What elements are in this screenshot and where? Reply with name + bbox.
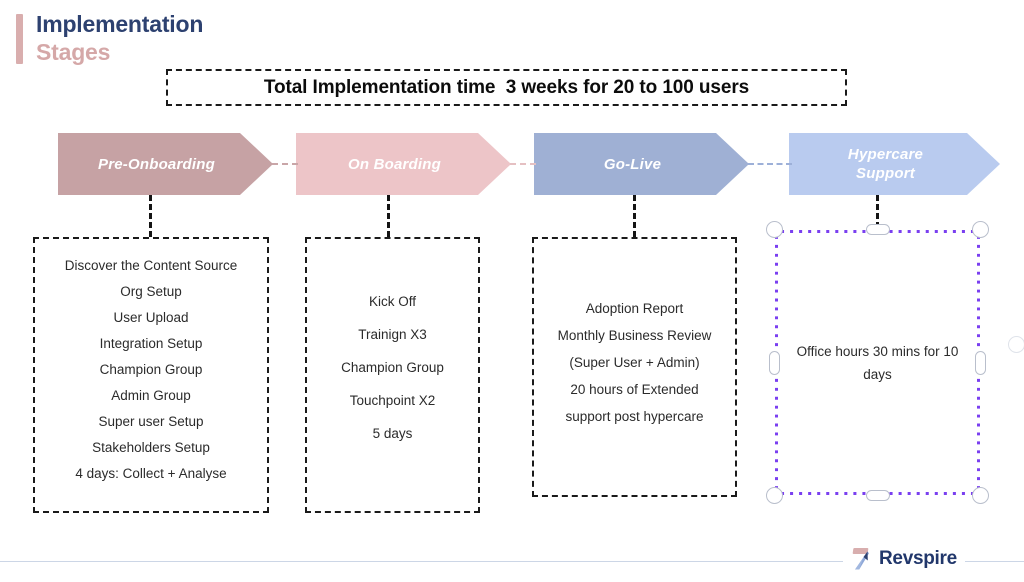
detail-line: support post hypercare [565,409,704,424]
total-time-banner-text: Total Implementation time 3 weeks for 20… [263,76,750,98]
stage-chevron-go-live[interactable]: Go-Live [534,133,749,195]
stage-label: Pre-Onboarding [98,155,215,173]
resize-handle-bottom-left[interactable] [766,487,783,504]
detail-line: Monthly Business Review [557,328,712,343]
detail-line: Trainign X3 [358,327,427,342]
drop-line-pre-onboarding [149,195,152,237]
detail-line: Stakeholders Setup [92,440,210,455]
page-title-secondary: Stages [36,39,111,65]
detail-line: Discover the Content Source [64,258,238,273]
detail-line: 20 hours of Extended [570,382,699,397]
revspire-arrow-icon [851,546,873,572]
detail-line: (Super User + Admin) [569,355,700,370]
chevron-connector-1 [272,163,298,165]
drop-line-go-live [633,195,636,237]
drop-line-hypercare [876,195,879,237]
detail-box-hypercare-selected[interactable]: Office hours 30 mins for 10 days [766,221,989,504]
offscreen-handle-ghost [1008,336,1024,353]
detail-line: Office hours 30 mins for 10 days [796,343,959,382]
page-title-primary: Implementation [36,11,204,37]
detail-line: Touchpoint X2 [349,393,436,408]
detail-line: Champion Group [341,360,444,375]
stage-label: Hypercare Support [847,146,924,182]
detail-line: Champion Group [99,362,203,377]
detail-box-on-boarding[interactable]: Kick Off Trainign X3 Champion Group Touc… [305,237,480,513]
resize-handle-top-right[interactable] [972,221,989,238]
footer-divider [0,561,1024,562]
detail-box-go-live[interactable]: Adoption Report Monthly Business Review … [532,237,737,497]
resize-handle-bottom-center[interactable] [865,490,890,501]
brand-logo: Revspire [843,546,965,572]
detail-line: Org Setup [120,284,182,299]
detail-line: User Upload [113,310,189,325]
resize-handle-top-center[interactable] [865,224,890,235]
detail-line: Admin Group [111,388,191,403]
detail-line: 4 days: Collect + Analyse [75,466,227,481]
detail-box-hypercare[interactable]: Office hours 30 mins for 10 days [775,230,980,495]
detail-line: Integration Setup [99,336,203,351]
title-accent-bar [16,14,23,64]
total-time-banner: Total Implementation time 3 weeks for 20… [166,69,847,106]
drop-line-on-boarding [387,195,390,237]
page-title: Implementation Stages [36,10,203,66]
brand-name: Revspire [879,548,957,569]
resize-handle-middle-right[interactable] [975,350,986,375]
resize-handle-bottom-right[interactable] [972,487,989,504]
stage-chevron-on-boarding[interactable]: On Boarding [296,133,511,195]
detail-line: Super user Setup [98,414,204,429]
resize-handle-top-left[interactable] [766,221,783,238]
detail-line: Kick Off [368,294,416,309]
chevron-connector-2 [510,163,536,165]
stage-label: Go-Live [603,155,662,173]
stage-chevron-pre-onboarding[interactable]: Pre-Onboarding [58,133,273,195]
detail-box-pre-onboarding[interactable]: Discover the Content Source Org Setup Us… [33,237,269,513]
resize-handle-middle-left[interactable] [769,350,780,375]
stage-label: On Boarding [347,155,442,173]
detail-line: 5 days [372,426,413,441]
detail-line: Adoption Report [585,301,684,316]
chevron-connector-3 [748,163,792,165]
stage-chevron-hypercare-support[interactable]: Hypercare Support [789,133,1000,195]
